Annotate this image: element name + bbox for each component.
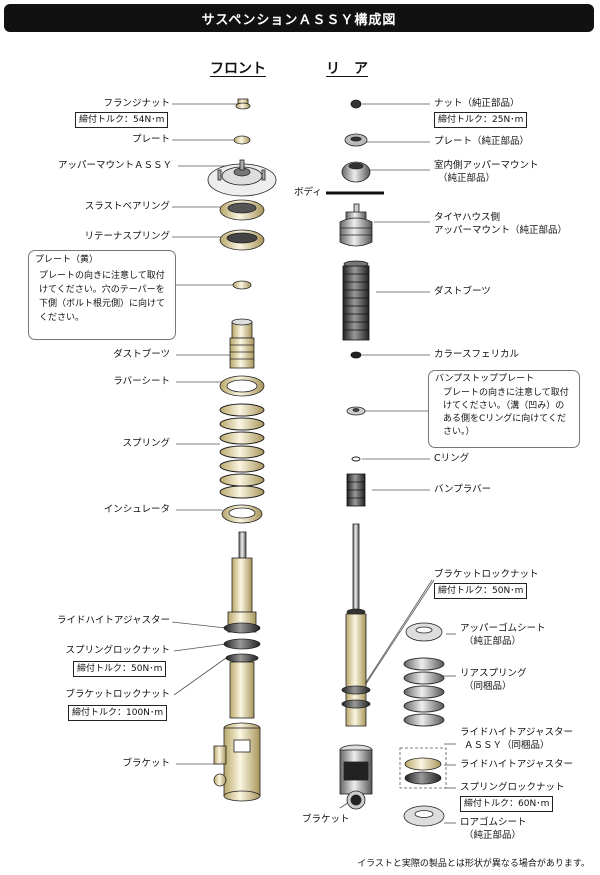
- rear-upper-rubber-sheet: [405, 622, 443, 642]
- front-bracket: [213, 722, 261, 802]
- note-line: けてください。（溝（凹み）の: [443, 401, 565, 411]
- rear-plate-label: プレート（純正部品）: [434, 136, 530, 147]
- front-rubber-sheet: [219, 375, 265, 397]
- rear-bump-plate-note: バンプストッププレート プレートの向きに注意して取付 けてください。（溝（凹み）…: [428, 370, 580, 448]
- rear-nut: [350, 99, 362, 109]
- front-flange-nut: [235, 98, 251, 110]
- rear-lower-rubber-label: ロアゴムシート: [460, 817, 527, 828]
- front-plate-yellow-title: プレート（黄）: [35, 255, 99, 265]
- rear-upper-rubber-label: アッパーゴムシート: [460, 623, 546, 634]
- front-insulator: [221, 504, 263, 524]
- rear-spring: [403, 657, 445, 727]
- rear-bump-plate-title: バンプストッププレート: [435, 374, 535, 384]
- rear-ride-height-assy-label: ライドハイトアジャスター: [460, 727, 573, 738]
- front-plate: [233, 135, 251, 145]
- front-flange-nut-torque: 締付トルク：54N･m: [75, 112, 169, 128]
- front-rubber-sheet-label: ラバーシート: [113, 376, 170, 387]
- front-plate-yellow-note: プレート（黄） プレートの向きに注意して取付 けてください。穴のテーパーを 下側…: [28, 250, 176, 340]
- rear-lower-rubber-note: （純正部品）: [464, 830, 522, 841]
- rear-body-label: ボディ: [294, 187, 322, 198]
- rear-tire-house-mount: [339, 203, 373, 247]
- front-upper-mount-label: アッパーマウントＡＳＳＹ: [57, 160, 172, 171]
- rear-dust-boot: [342, 260, 370, 341]
- rear-column-title: リ ア: [326, 61, 368, 77]
- rear-spring-note: （同梱品）: [464, 681, 512, 692]
- front-retainer-spring-label: リテーナスプリング: [84, 231, 170, 242]
- note-line: けてください。穴のテーパーを: [39, 285, 165, 295]
- rear-nut-torque: 締付トルク：25N･m: [434, 112, 528, 128]
- note-line: ください。: [39, 313, 85, 323]
- note-line: プレートの向きに注意して取付: [443, 388, 569, 398]
- rear-indoor-mount-note: （純正部品）: [438, 173, 496, 184]
- front-dust-boot: [229, 318, 255, 369]
- page-title: サスペンションＡＳＳＹ構成図: [4, 4, 594, 32]
- front-spring: [219, 403, 265, 499]
- rear-ride-height-label: ライドハイトアジャスター: [460, 759, 573, 770]
- front-upper-mount: [207, 159, 277, 197]
- leader-lines: [171, 103, 456, 824]
- rear-tire-mount-label: タイヤハウス側: [434, 212, 501, 223]
- rear-collar-spherical: [350, 351, 362, 359]
- note-line: ある側をCリングに向けてくだ: [443, 414, 567, 424]
- front-dust-boot-label: ダストブーツ: [113, 349, 170, 360]
- rear-indoor-mount-label: 室内側アッパーマウント: [434, 160, 539, 171]
- rear-nut-label: ナット（純正部品）: [434, 98, 520, 109]
- rear-spring-lock-torque: 締付トルク：60N･m: [460, 796, 554, 812]
- front-ride-height-label: ライドハイトアジャスター: [57, 615, 170, 626]
- front-insulator-label: インシュレータ: [103, 504, 170, 515]
- rear-c-ring: [351, 456, 361, 462]
- rear-plate: [344, 133, 368, 147]
- rear-spring-lock-nut-label: スプリングロックナット: [460, 782, 565, 793]
- front-thrust-bearing-label: スラストベアリング: [84, 201, 170, 212]
- rear-spring-label: リアスプリング: [460, 668, 527, 679]
- rear-bracket-label: ブラケット: [302, 814, 350, 825]
- front-bracket-label: ブラケット: [122, 758, 170, 769]
- front-bracket-lock-torque: 締付トルク：100N･m: [68, 705, 168, 721]
- front-plate-yellow: [232, 280, 252, 290]
- front-shock-absorber: [223, 531, 261, 719]
- rear-bump-rubber: [346, 473, 366, 507]
- rear-c-ring-label: Cリング: [434, 453, 470, 464]
- front-plate-label: プレート: [131, 134, 170, 145]
- front-bracket-lock-nut-label: ブラケットロックナット: [65, 689, 170, 700]
- front-spring-label: スプリング: [122, 438, 170, 449]
- rear-shock-absorber: [341, 523, 371, 727]
- rear-collar-label: カラースフェリカル: [434, 349, 520, 360]
- front-thrust-bearing: [219, 199, 265, 221]
- rear-bump-stop-plate: [346, 406, 366, 416]
- note-line: 下側（ボルト根元側）に向けて: [39, 299, 166, 309]
- rear-upper-rubber-note: （純正部品）: [464, 636, 522, 647]
- front-column-title: フロント: [210, 61, 266, 77]
- note-line: プレートの向きに注意して取付: [39, 271, 165, 281]
- rear-bracket-lock-nut-label: ブラケットロックナット: [434, 569, 539, 580]
- front-flange-nut-label: フランジナット: [103, 98, 170, 109]
- rear-bump-rubber-label: バンプラバー: [434, 484, 492, 495]
- rear-ride-height-assy-note: ＡＳＳＹ（同梱品）: [464, 740, 550, 751]
- footer-disclaimer: イラストと実際の製品とは形状が異なる場合があります。: [357, 859, 590, 869]
- rear-ride-height-adjuster-assy: [399, 747, 447, 789]
- rear-indoor-upper-mount: [341, 161, 371, 183]
- rear-tire-mount-note: アッパーマウント（純正部品）: [434, 225, 568, 236]
- rear-bracket-lock-torque: 締付トルク：50N･m: [434, 583, 528, 599]
- front-spring-lock-nut-label: スプリングロックナット: [65, 645, 170, 656]
- front-retainer-spring: [219, 229, 265, 251]
- rear-bracket: [339, 744, 373, 810]
- rear-lower-rubber-sheet: [403, 805, 445, 827]
- note-line: さい。）: [443, 427, 475, 437]
- rear-dust-boot-label: ダストブーツ: [434, 286, 491, 297]
- front-spring-lock-torque: 締付トルク：50N･m: [73, 661, 167, 677]
